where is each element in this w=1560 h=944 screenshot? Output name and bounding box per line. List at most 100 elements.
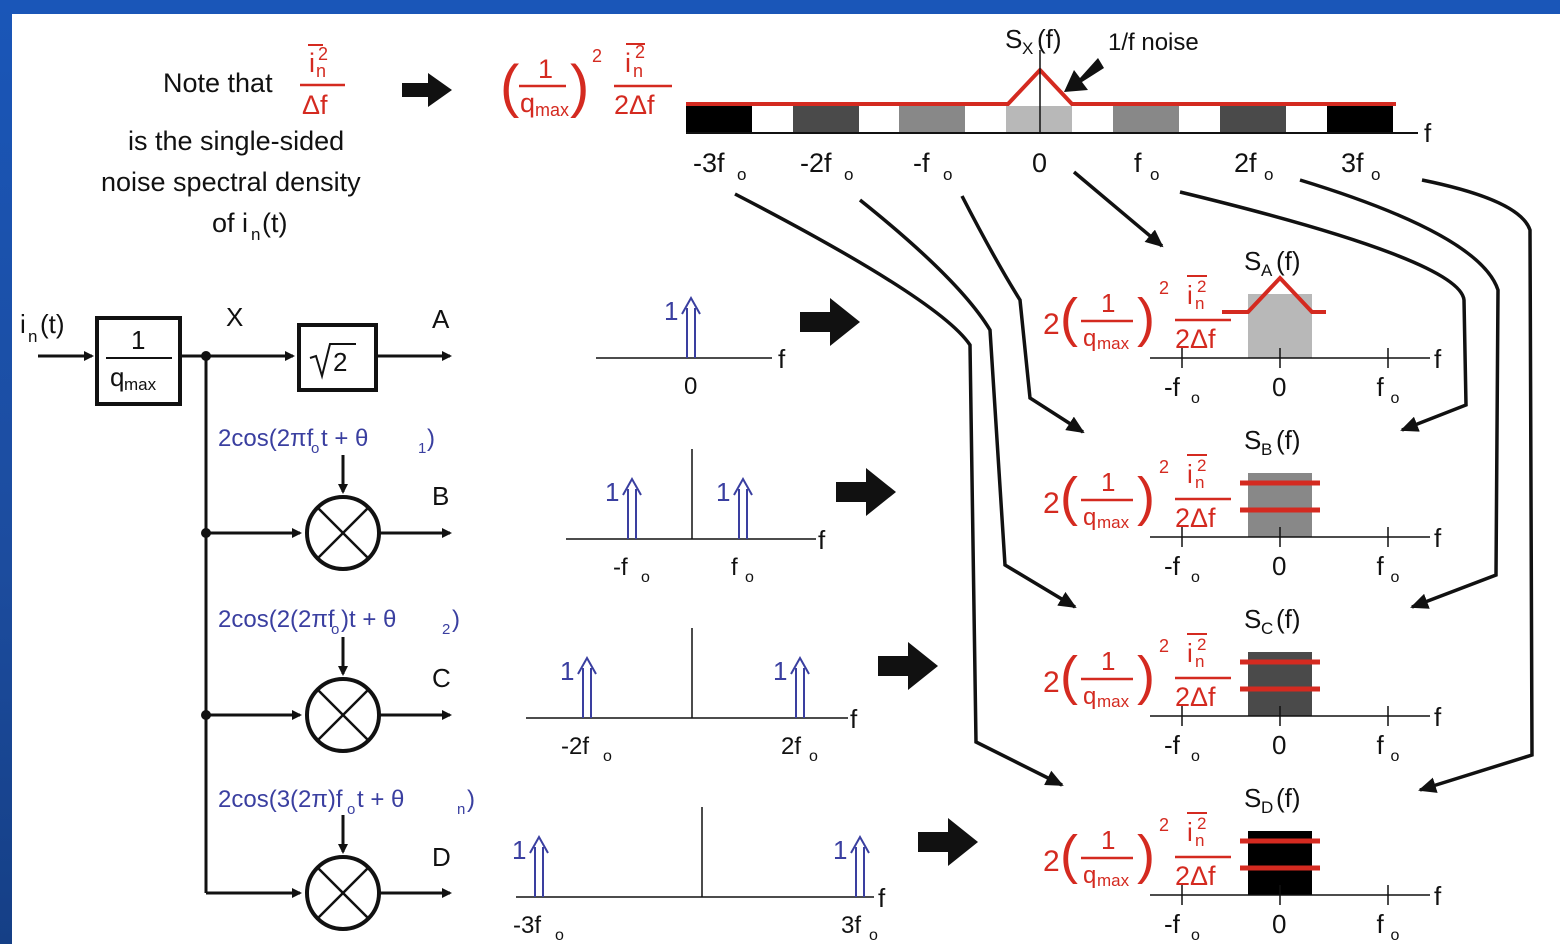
spectrum-tick-label: 0 (1272, 730, 1286, 760)
impulse-big-arrow (836, 468, 896, 516)
out-c-label: C (432, 663, 451, 693)
spectrum-title: S (1244, 783, 1261, 813)
svg-text:q: q (1083, 862, 1096, 889)
scale-factor: 2 (1043, 487, 1060, 520)
spectrum-title: S (1244, 604, 1261, 634)
impulse-axis-f: f (818, 525, 826, 555)
sx-tick-sub: o (1264, 165, 1273, 184)
sx-tick-label: f (1134, 148, 1142, 178)
svg-text:2Δf: 2Δf (1175, 861, 1216, 891)
svg-text:2: 2 (1197, 456, 1206, 475)
svg-text:1: 1 (1101, 467, 1115, 497)
spectrum-title-suffix: (f) (1276, 425, 1301, 455)
sx-tick-label: -2f (800, 148, 832, 178)
impulse-big-arrow (918, 818, 978, 866)
svg-text:2: 2 (1197, 635, 1206, 654)
sx-band-4 (1113, 106, 1179, 133)
sx-tick-label: -3f (693, 148, 725, 178)
scale-factor: 2 (1043, 845, 1060, 878)
spectrum-tick-sub: o (1191, 569, 1200, 586)
impulse-label-sub: o (809, 748, 818, 765)
svg-text:o: o (311, 440, 319, 457)
spectrum-tick-sub: o (1391, 748, 1400, 765)
svg-text:2: 2 (442, 621, 450, 638)
impulse-amp: 1 (773, 656, 787, 686)
gain-den-sub: max (124, 375, 157, 394)
impulse-amp: 1 (664, 296, 678, 326)
impulse-axis-f: f (778, 344, 786, 374)
svg-text:2Δf: 2Δf (1175, 324, 1216, 354)
svg-text:n: n (457, 801, 465, 818)
svg-text:max: max (1097, 692, 1130, 711)
svg-text:(: ( (1060, 288, 1078, 348)
spectrum-tick-label: -f (1164, 551, 1181, 581)
spectrum-axis-f: f (1434, 881, 1442, 911)
svg-text:1: 1 (1101, 825, 1115, 855)
node-x-label: X (226, 302, 243, 332)
svg-text:n: n (1195, 473, 1204, 492)
map-n2f-to-c (858, 198, 1077, 609)
gain-num: 1 (131, 325, 145, 355)
note-line3: noise spectral density (101, 167, 361, 197)
sx-band-5 (1220, 106, 1286, 133)
mapping-arrows (734, 170, 1534, 793)
spectrum-tick-label: f (1377, 551, 1385, 581)
sx-tick-label: 0 (1032, 148, 1047, 178)
svg-text:max: max (1097, 334, 1130, 353)
sx-tick-label: 2f (1234, 148, 1257, 178)
gain-block (95, 316, 182, 406)
svg-text:o: o (347, 801, 355, 818)
svg-text:): ) (1137, 825, 1155, 885)
svg-text:(: ( (1060, 825, 1078, 885)
sx-exp: 2 (592, 46, 602, 66)
sx-axis-f: f (1424, 118, 1432, 148)
note-frac-num: i (309, 48, 315, 78)
svg-text:2Δf: 2Δf (1175, 503, 1216, 533)
svg-text:2: 2 (1197, 814, 1206, 833)
spectrum-tick-sub: o (1191, 927, 1200, 944)
svg-text:t + θ: t + θ (357, 786, 404, 813)
svg-text:(: ( (1060, 646, 1078, 706)
note-fraction: i 2 n Δf (300, 44, 345, 120)
impulse-big-arrow (800, 298, 860, 346)
map-nf-to-b (960, 195, 1085, 434)
sx-den: 2Δf (614, 90, 655, 120)
impulse-label: -2f (561, 733, 589, 760)
svg-text:2cos(2(2πf: 2cos(2(2πf (218, 606, 335, 633)
svg-text:i: i (1187, 280, 1193, 310)
sx-tick-sub: o (844, 165, 853, 184)
svg-text:2cos(2πf: 2cos(2πf (218, 425, 314, 452)
map-2f-to-c (1299, 178, 1500, 609)
impulse-0: 10 (664, 295, 701, 400)
out-a-label: A (432, 304, 450, 334)
sx-tick-sub: o (1371, 165, 1380, 184)
svg-text:q: q (1083, 325, 1096, 352)
sx-title-suffix: (f) (1037, 24, 1062, 54)
spectrum-title-suffix: (f) (1276, 783, 1301, 813)
sx-band-3 (1006, 106, 1072, 133)
svg-text:1: 1 (1101, 646, 1115, 676)
svg-text:i: i (1187, 817, 1193, 847)
sx-tick-label: -f (913, 148, 930, 178)
spectrum-tick-label: -f (1164, 730, 1181, 760)
svg-text:)t + θ: )t + θ (341, 606, 396, 633)
svg-text:(: ( (500, 54, 519, 119)
scale-factor: 2 (1043, 666, 1060, 699)
svg-text:i: i (1187, 459, 1193, 489)
map-3f-to-d (1418, 178, 1534, 793)
svg-text:n: n (1195, 652, 1204, 671)
note-line4-prefix: of i (212, 208, 248, 238)
sx-tick-sub: o (1150, 165, 1159, 184)
svg-text:): ) (570, 54, 589, 119)
note-prefix: Note that (163, 68, 273, 98)
note-arrow (402, 73, 452, 107)
spectrum-tick-label: -f (1164, 372, 1181, 402)
